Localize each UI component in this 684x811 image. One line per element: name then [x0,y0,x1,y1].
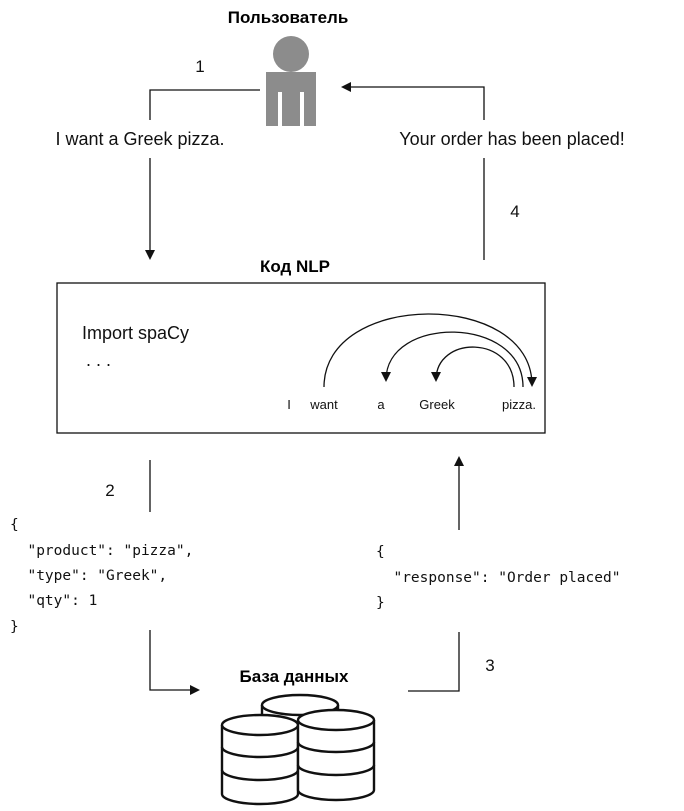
reply-message: Your order has been placed! [399,129,625,149]
query-json-line: "type": "Greek", [10,568,167,584]
token-pizza: pizza. [502,397,536,412]
step-3-connector [408,632,460,692]
step-2-label: 2 [105,481,114,500]
step-1-label: 1 [195,57,204,76]
step-1-connector [149,89,260,120]
query-json-line: { [10,517,19,533]
response-json-line: "response": "Order placed" [376,570,620,586]
request-message: I want a Greek pizza. [55,129,224,149]
token-a: a [377,397,385,412]
step-2-arrow [149,630,200,695]
step-4-connector [341,82,485,120]
token-want: want [309,397,338,412]
token-greek: Greek [419,397,455,412]
nlp-box [56,282,546,434]
step-3-label: 3 [485,656,494,675]
arc-want-pizza [323,313,537,388]
query-json-block: { "product": "pizza", "type": "Greek", "… [10,517,193,635]
response-json-line: } [376,595,385,611]
arc-pizza-greek [431,346,515,388]
nlp-title: Код NLP [260,257,330,276]
query-json-line: "qty": 1 [10,593,97,609]
database-icon [220,693,376,806]
step-4-label: 4 [510,202,519,221]
response-json-line: { [376,544,385,560]
nlp-code-line-2: . . . [86,350,111,370]
token-i: I [287,397,291,412]
nlp-code-line-1: Import spaCy [82,323,189,343]
database-title: База данных [239,667,349,686]
query-json-line: } [10,619,19,635]
user-title: Пользователь [228,8,349,27]
user-icon [266,36,316,126]
response-json-block: { "response": "Order placed" } [376,544,620,611]
arc-pizza-a [381,331,524,388]
query-json-line: "product": "pizza", [10,543,193,559]
